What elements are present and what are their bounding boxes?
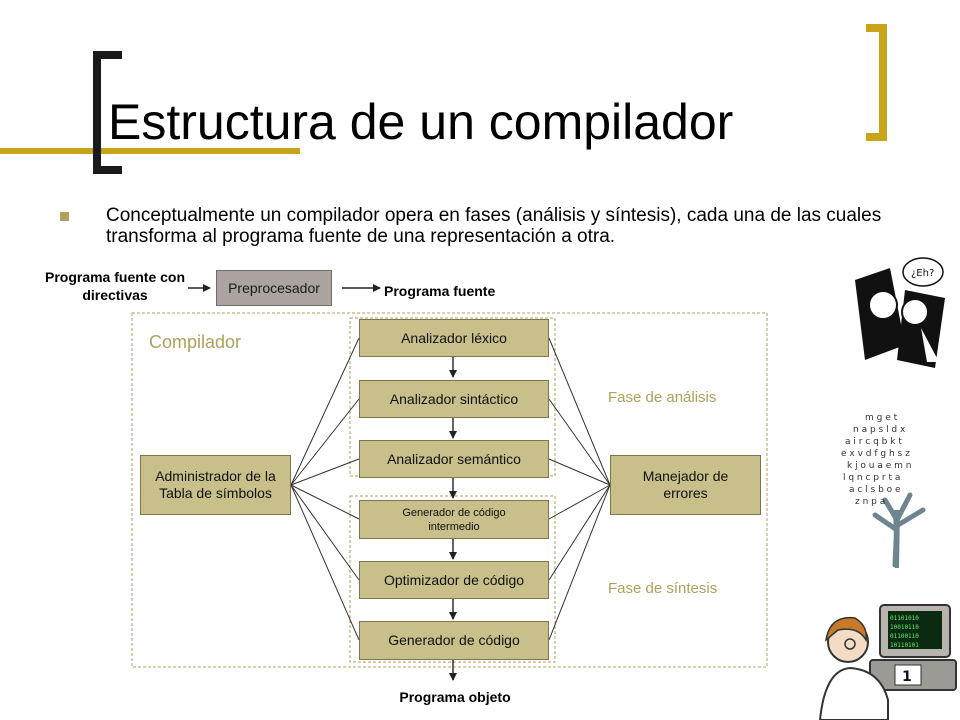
svg-text:l q n c p r t a: l q n c p r t a: [843, 473, 900, 483]
svg-text:10110101: 10110101: [890, 642, 919, 649]
code-optimizer-box: Optimizador de código: [359, 561, 549, 599]
intermediate-code-box: Generador de código intermedio: [359, 500, 549, 539]
letter-tree-icon: m g e t n a p s l d x a i r c q b k t e x …: [841, 413, 926, 568]
svg-text:01101010: 01101010: [890, 615, 919, 622]
svg-text:¿Eh?: ¿Eh?: [911, 268, 934, 279]
svg-text:a c l s b o e: a c l s b o e: [849, 485, 901, 495]
svg-text:1: 1: [902, 669, 912, 685]
semantic-analyzer-box: Analizador semántico: [359, 440, 549, 478]
symbol-table-box: Administrador de la Tabla de símbolos: [140, 455, 291, 515]
preprocessor-box: Preprocesador: [216, 270, 332, 306]
svg-text:01100110: 01100110: [890, 633, 919, 640]
bullet-text: Conceptualmente un compilador opera en f…: [106, 205, 882, 247]
left-bracket-icon: [93, 51, 122, 174]
svg-text:n a p s l d x: n a p s l d x: [853, 425, 906, 435]
symbol-table-label: Administrador de la Tabla de símbolos: [155, 468, 276, 501]
error-handler-box: Manejador de errores: [610, 455, 761, 515]
error-handler-links: [548, 337, 611, 641]
output-label: Programa objeto: [399, 689, 511, 705]
slide-title: Estructura de un compilador: [108, 94, 734, 150]
svg-text:e x v d f g h s z: e x v d f g h s z: [841, 449, 910, 459]
syntactic-analyzer-label: Analizador sintáctico: [389, 390, 519, 407]
title-rule: [0, 148, 300, 154]
svg-text:z n p a: z n p a: [855, 497, 885, 507]
lexical-analyzer-label: Analizador léxico: [401, 329, 507, 346]
svg-text:10010110: 10010110: [890, 624, 919, 631]
source-label: Programa fuente: [384, 283, 496, 299]
svg-text:a i r c q b k t: a i r c q b k t: [845, 437, 902, 447]
svg-text:m g e t: m g e t: [865, 413, 898, 423]
syntactic-analyzer-box: Analizador sintáctico: [359, 380, 549, 418]
intermediate-code-label: Generador de código intermedio: [402, 506, 506, 533]
synthesis-phase-label: Fase de síntesis: [608, 580, 718, 597]
svg-text:k j o u a e m n: k j o u a e m n: [847, 461, 911, 471]
preprocessor-label: Preprocesador: [228, 279, 320, 296]
semantic-analyzer-label: Analizador semántico: [387, 450, 521, 467]
programmer-at-computer-icon: 01101010 10010110 01100110 10110101 1: [818, 604, 957, 720]
lexical-analyzer-box: Analizador léxico: [359, 319, 549, 357]
compiler-frame: [131, 312, 768, 668]
code-generator-box: Generador de código: [359, 621, 549, 660]
compiler-label: Compilador: [149, 332, 242, 352]
error-handler-label: Manejador de errores: [642, 468, 729, 501]
bullet-square-icon: [60, 212, 69, 221]
analysis-phase-label: Fase de análisis: [608, 389, 717, 406]
symbol-table-links: [290, 337, 360, 641]
input-label: Programa fuente con directivas: [44, 269, 186, 303]
code-optimizer-label: Optimizador de código: [383, 571, 525, 588]
right-bracket-icon: [866, 24, 887, 141]
code-generator-label: Generador de código: [388, 632, 520, 648]
confused-people-icon: ¿Eh?: [855, 257, 945, 368]
